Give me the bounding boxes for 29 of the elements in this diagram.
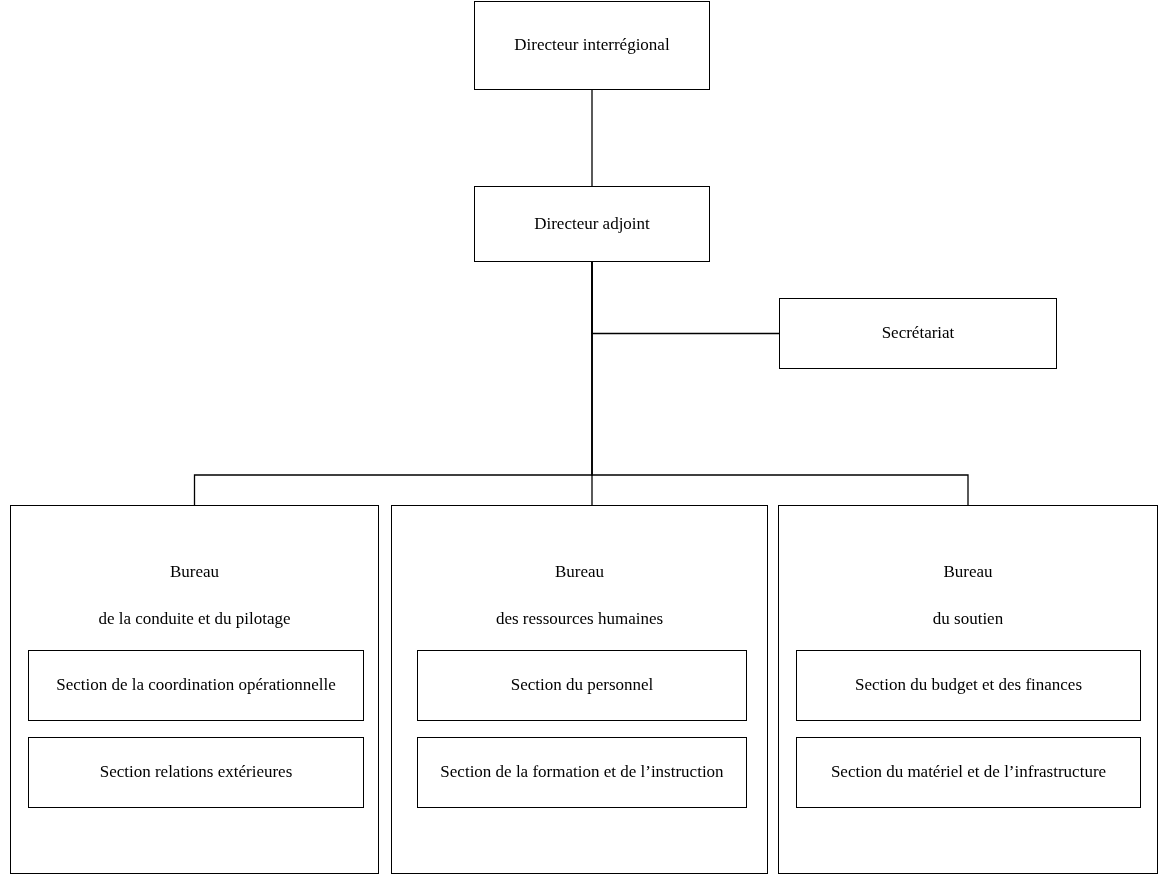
connector-line (591, 261, 969, 506)
box-label: Section de la formation et de l’instruction (439, 761, 725, 784)
department-title: Bureau (942, 562, 994, 582)
box-label: Section relations extérieures (98, 761, 294, 784)
department-subtitle: de la conduite et du pilotage (97, 609, 292, 629)
department-box (391, 505, 768, 874)
section-box (796, 650, 1141, 721)
box-label: Section du budget et des finances (853, 674, 1084, 697)
position-box (779, 298, 1057, 369)
position-box (474, 186, 710, 262)
box-label: Secrétariat (880, 322, 956, 345)
department-subtitle: des ressources humaines (494, 609, 665, 629)
section-box (417, 737, 747, 808)
section-box (28, 737, 364, 808)
box-label: Section du personnel (509, 674, 655, 697)
department-box (778, 505, 1158, 874)
section-box (28, 650, 364, 721)
box-label: Section de la coordination opérationnelle (55, 674, 337, 697)
department-title: Bureau (168, 562, 221, 582)
box-label: Section du matériel et de l’infrastructure (829, 761, 1108, 784)
department-subtitle: du soutien (931, 609, 1005, 629)
department-box (10, 505, 379, 874)
position-box (474, 1, 710, 90)
box-label: Directeur interrégional (513, 34, 671, 57)
section-box (417, 650, 747, 721)
box-label: Directeur adjoint (533, 212, 651, 235)
department-title: Bureau (553, 562, 606, 582)
section-box (796, 737, 1141, 808)
connector-line (591, 89, 593, 187)
